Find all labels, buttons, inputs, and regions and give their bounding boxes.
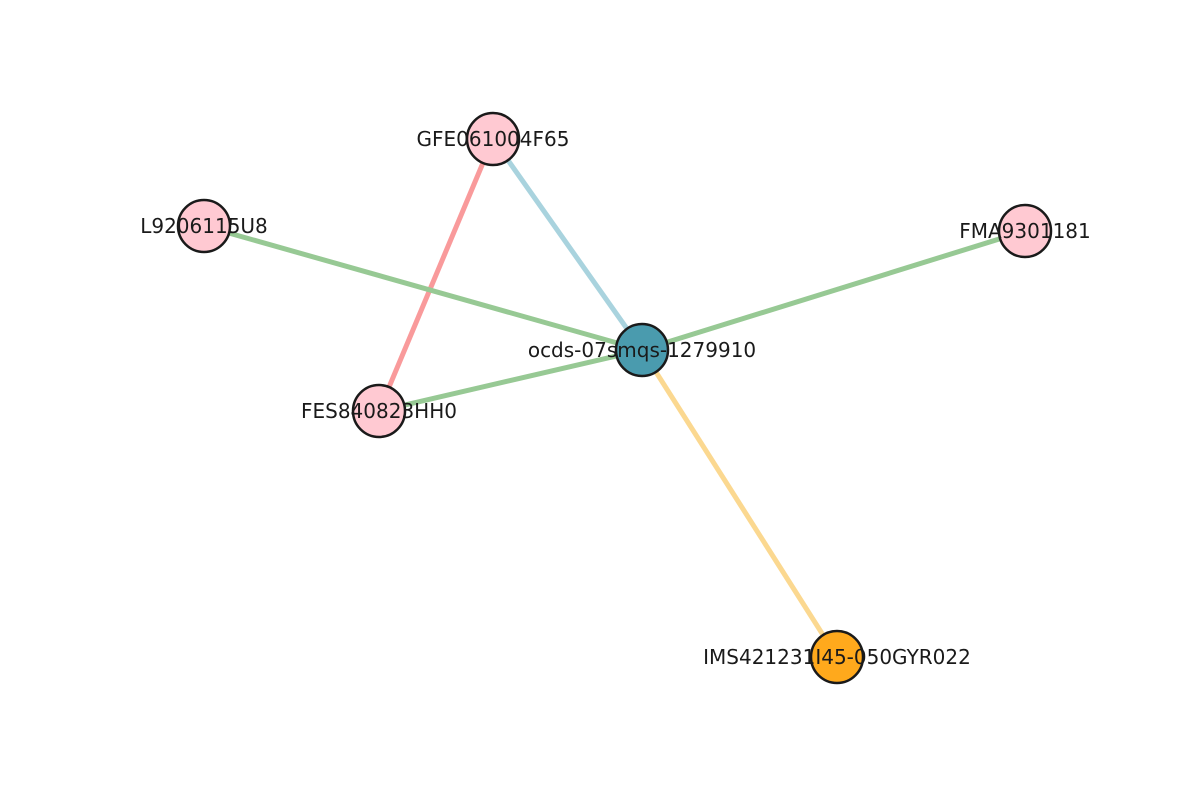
edge-gfe-fes xyxy=(376,138,496,412)
node-label-ims: IMS421231I45-050GYR022 xyxy=(703,645,971,669)
edge-fma-ocds xyxy=(641,228,1026,353)
node-ims[interactable] xyxy=(809,629,865,685)
node-gfe[interactable] xyxy=(465,111,521,167)
labels-layer: ocds-07smqs-1279910 GFE061004F65L9206115U… xyxy=(140,127,1091,669)
node-fes[interactable] xyxy=(351,383,407,439)
node-label-fma: FMA9301181 xyxy=(959,219,1091,243)
edges-layer xyxy=(203,137,1026,659)
node-ocds[interactable] xyxy=(614,322,670,378)
edge-l92-ocds xyxy=(203,223,643,353)
node-fma[interactable] xyxy=(997,203,1053,259)
node-label-gfe: GFE061004F65 xyxy=(417,127,570,151)
node-l92[interactable] xyxy=(176,198,232,254)
edge-ocds-ims xyxy=(639,348,840,659)
node-label-l92: L9206115U8 xyxy=(140,214,268,238)
nodes-layer xyxy=(176,111,1053,685)
node-label-ocds: ocds-07smqs-1279910 xyxy=(528,338,756,362)
edge-gfe-ocds xyxy=(490,137,645,352)
edge-fes-ocds xyxy=(378,347,643,414)
node-label-fes: FES840823HH0 xyxy=(301,399,457,423)
